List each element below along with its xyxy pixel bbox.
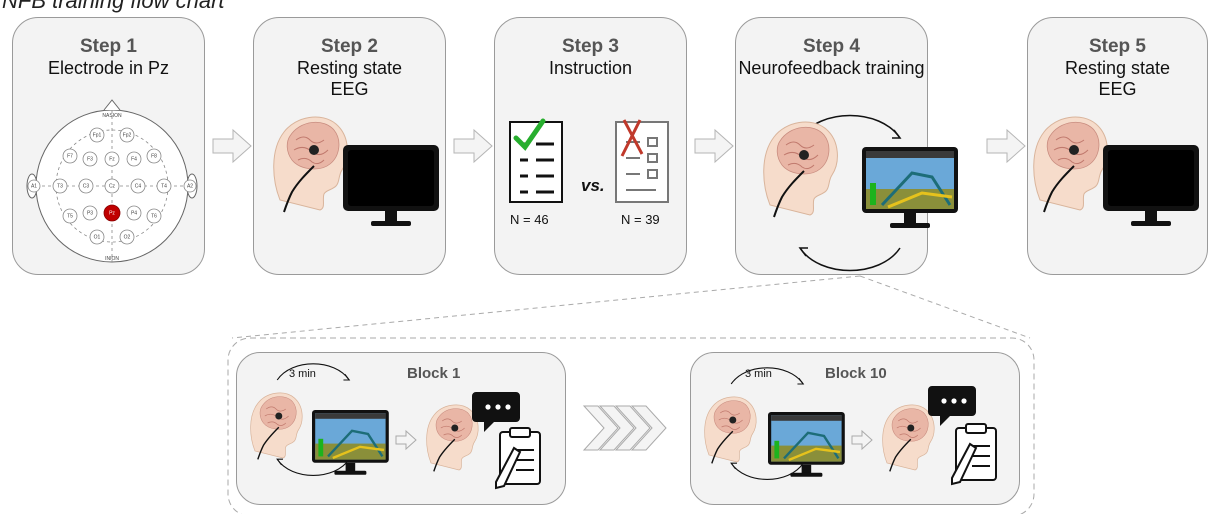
inion-label: INION xyxy=(105,256,119,262)
clipboard-icon xyxy=(495,427,541,489)
step-5-text: Resting state EEG xyxy=(1064,58,1171,99)
head-icon xyxy=(703,396,757,465)
cross-icon xyxy=(620,119,644,157)
head-icon xyxy=(249,392,303,461)
svg-text:O2: O2 xyxy=(124,235,131,241)
arrow-4-5-icon xyxy=(986,128,1026,164)
svg-text:A1: A1 xyxy=(31,184,37,190)
group-a-count: N = 46 xyxy=(510,212,549,227)
pz-electrode-icon xyxy=(103,204,121,222)
svg-text:F7: F7 xyxy=(67,154,73,160)
svg-text:T3: T3 xyxy=(57,184,63,190)
svg-text:Fp2: Fp2 xyxy=(123,133,132,139)
svg-text:T4: T4 xyxy=(161,184,167,190)
svg-text:C3: C3 xyxy=(83,184,90,190)
step-5-label: Step 5 xyxy=(1088,36,1147,57)
svg-text:F8: F8 xyxy=(151,154,157,160)
step-3-label: Step 3 xyxy=(561,36,620,57)
block-10-duration: 3 min xyxy=(745,368,772,380)
chevrons-icon xyxy=(582,405,667,451)
arrow-2-3-icon xyxy=(453,128,493,164)
svg-text:T6: T6 xyxy=(151,214,157,220)
svg-text:Cz: Cz xyxy=(109,184,116,190)
step-4-text: Neurofeedback training xyxy=(738,58,925,78)
game-monitor-icon xyxy=(766,410,846,478)
step-4-label: Step 4 xyxy=(802,36,861,57)
group-b-count: N = 39 xyxy=(621,212,660,227)
svg-text:Fp1: Fp1 xyxy=(93,133,102,139)
arrow-3-4-icon xyxy=(694,128,734,164)
arrow-icon xyxy=(851,430,873,450)
step-1-text: Electrode in Pz xyxy=(47,58,170,78)
page-title: NFB training flow chart xyxy=(2,0,225,13)
versus-label: vs. xyxy=(581,176,605,195)
head-icon xyxy=(881,404,935,473)
step-2-label: Step 2 xyxy=(320,36,379,57)
step-1-label: Step 1 xyxy=(79,36,138,57)
svg-text:F3: F3 xyxy=(87,157,93,163)
step-2-text: Resting state EEG xyxy=(296,58,403,99)
nasion-label: NASION xyxy=(102,113,122,119)
svg-text:F4: F4 xyxy=(131,157,137,163)
svg-text:P4: P4 xyxy=(131,211,137,217)
arrow-icon xyxy=(395,430,417,450)
block-10-label: Block 10 xyxy=(825,365,887,382)
svg-text:Pz: Pz xyxy=(109,211,115,217)
svg-text:A2: A2 xyxy=(187,184,193,190)
checkmark-icon xyxy=(513,118,546,151)
block-1-duration: 3 min xyxy=(289,368,316,380)
svg-text:O1: O1 xyxy=(94,235,101,241)
clipboard-icon xyxy=(951,423,997,485)
game-monitor-icon xyxy=(310,408,390,476)
svg-text:Fz: Fz xyxy=(109,157,115,163)
arrow-1-2-icon xyxy=(212,128,252,164)
speech-bubble-icon xyxy=(472,392,520,432)
step-4-box: Step 4 Neurofeedback training xyxy=(735,17,928,275)
head-icon xyxy=(425,404,479,473)
svg-text:T5: T5 xyxy=(67,214,73,220)
block-1-label: Block 1 xyxy=(407,365,461,382)
step-3-text: Instruction xyxy=(548,58,633,78)
svg-text:P3: P3 xyxy=(87,211,93,217)
speech-bubble-icon xyxy=(928,386,976,426)
svg-text:C4: C4 xyxy=(135,184,142,190)
